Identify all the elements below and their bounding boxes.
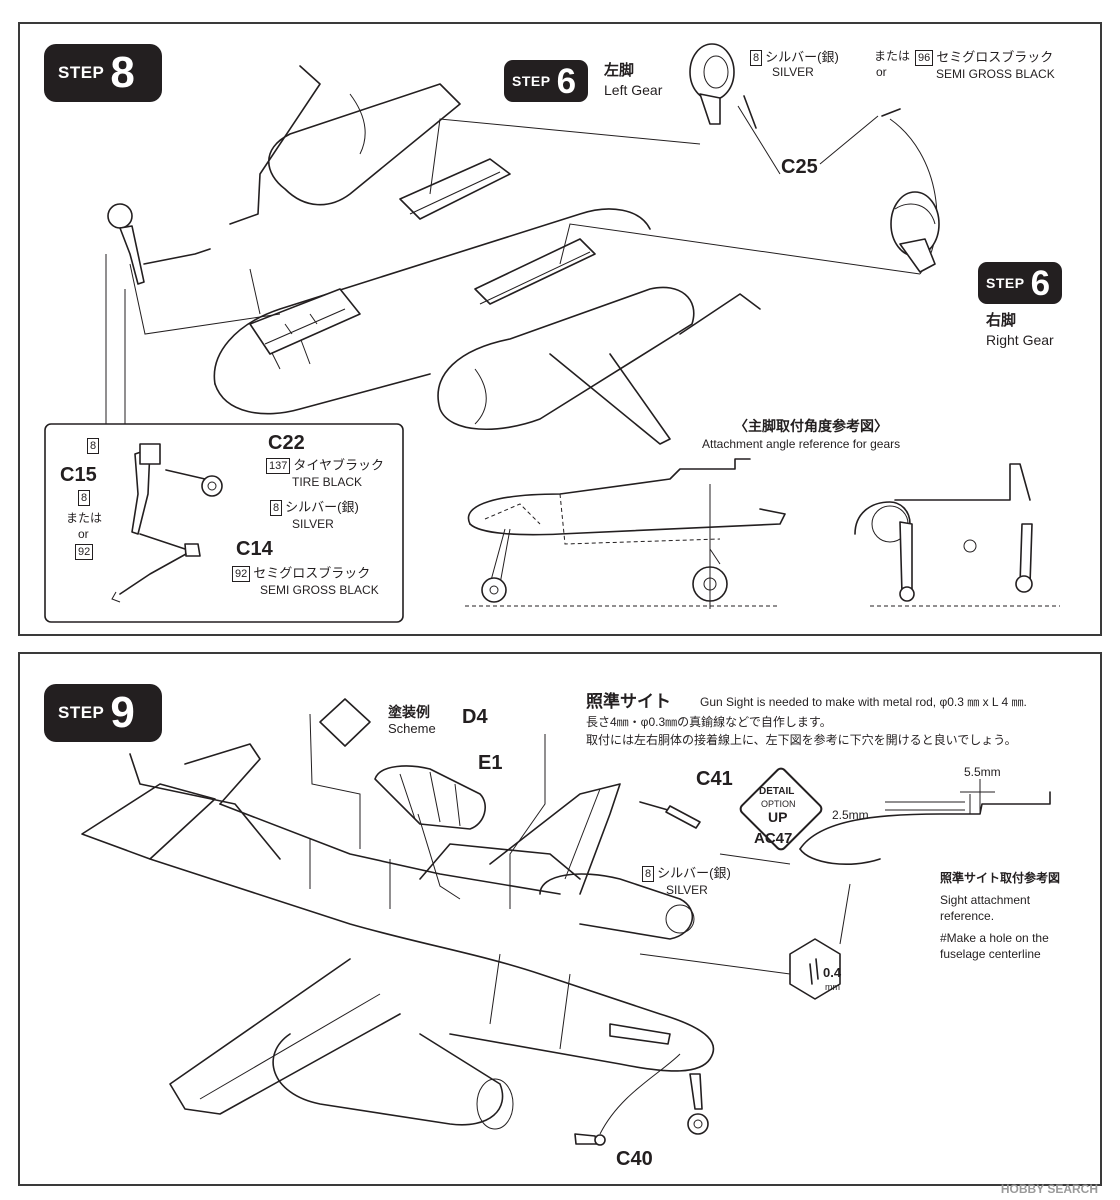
dim-2-5mm: 2.5mm bbox=[832, 808, 869, 822]
watermark: HOBBY SEARCH bbox=[1000, 1182, 1098, 1196]
left-gear-en: Left Gear bbox=[604, 82, 663, 98]
gunsight-jp2: 長さ4㎜・φ0.3㎜の真鍮線などで自作します。 bbox=[586, 715, 832, 729]
tire-black-en: TIRE BLACK bbox=[292, 475, 363, 489]
inset-or-jp: または bbox=[66, 511, 103, 525]
step-6-left-number: 6 bbox=[556, 61, 577, 101]
right-gear-jp: 右脚 bbox=[986, 312, 1017, 329]
step-6-right-badge: STEP 6 bbox=[978, 262, 1062, 304]
detail-line3: UP bbox=[768, 809, 788, 825]
drill-size: 0.4 bbox=[823, 965, 842, 980]
inset-code-8a: 8 bbox=[87, 438, 102, 454]
part-c14: C14 bbox=[236, 538, 273, 560]
detail-code: AC47 bbox=[754, 830, 793, 847]
left-gear-jp: 左脚 bbox=[604, 62, 635, 79]
step-9-panel: STEP 9 bbox=[18, 652, 1102, 1186]
or-jp: または bbox=[874, 49, 911, 63]
silver-jp: シルバー(銀) bbox=[765, 49, 839, 65]
sight-ref-jp: 照準サイト取付参考図 bbox=[940, 871, 1061, 885]
part-c22: C22 bbox=[268, 432, 305, 454]
scheme-en: Scheme bbox=[388, 721, 436, 736]
part-e1: E1 bbox=[478, 752, 503, 774]
dim-5-5mm: 5.5mm bbox=[964, 765, 1001, 779]
step-8-badge: STEP 8 bbox=[44, 44, 162, 102]
step-8-assembly-drawing bbox=[44, 43, 1060, 623]
inset-silver-en: SILVER bbox=[292, 517, 334, 531]
step-9-label: STEP bbox=[58, 703, 105, 722]
gunsight-jp3: 取付には左右胴体の接着線上に、左下図を参考に下穴を開けると良いでしょう。 bbox=[586, 733, 1017, 747]
sight-ref-en1: Sight attachment bbox=[940, 893, 1031, 907]
part-c40: C40 bbox=[616, 1148, 653, 1170]
sight-ref-note2: fuselage centerline bbox=[940, 947, 1041, 961]
step-8-label: STEP bbox=[58, 63, 105, 82]
step-8-number: 8 bbox=[110, 48, 135, 97]
c41-paint-en: SILVER bbox=[666, 883, 708, 897]
semi-jp: セミグロスブラック bbox=[936, 49, 1054, 65]
step-8-panel: STEP 8 bbox=[18, 22, 1102, 636]
step-6-right-number: 6 bbox=[1030, 263, 1051, 303]
part-c41: C41 bbox=[696, 768, 733, 790]
detail-line2: OPTION bbox=[761, 799, 796, 809]
paint-code-96: 96 bbox=[915, 50, 934, 66]
inset-semi-en: SEMI GROSS BLACK bbox=[260, 583, 379, 597]
paint-code-8: 8 bbox=[750, 50, 763, 66]
semi-en: SEMI GROSS BLACK bbox=[936, 67, 1055, 81]
step-9-badge: STEP 9 bbox=[44, 684, 162, 742]
gunsight-jp: 照準サイト bbox=[586, 692, 671, 711]
detail-line1: DETAIL bbox=[759, 786, 795, 797]
right-gear-en: Right Gear bbox=[986, 332, 1054, 348]
angle-ref-jp: 〈主脚取付角度参考図〉 bbox=[734, 418, 888, 434]
step-9-number: 9 bbox=[110, 688, 135, 737]
step-6-right-label: STEP bbox=[986, 275, 1025, 291]
gunsight-en: Gun Sight is needed to make with metal r… bbox=[700, 695, 1027, 709]
step-6-left-badge: STEP 6 bbox=[504, 60, 588, 102]
inset-or-en: or bbox=[78, 527, 89, 541]
part-c15: C15 bbox=[60, 464, 97, 486]
scheme-jp: 塗装例 bbox=[388, 704, 430, 720]
sight-ref-en2: reference. bbox=[940, 909, 995, 923]
part-c25: C25 bbox=[781, 156, 818, 178]
inset-code-8b: 8 bbox=[78, 490, 93, 506]
inset-code-92: 92 bbox=[75, 544, 96, 560]
or-en: or bbox=[876, 65, 887, 79]
step-9-assembly-drawing bbox=[81, 698, 1051, 1146]
angle-ref-en: Attachment angle reference for gears bbox=[702, 437, 901, 451]
silver-en: SILVER bbox=[772, 65, 814, 79]
step-6-left-label: STEP bbox=[512, 73, 551, 89]
part-d4: D4 bbox=[462, 706, 488, 728]
drill-unit: mm bbox=[825, 982, 840, 992]
sight-ref-note1: #Make a hole on the bbox=[940, 931, 1049, 945]
